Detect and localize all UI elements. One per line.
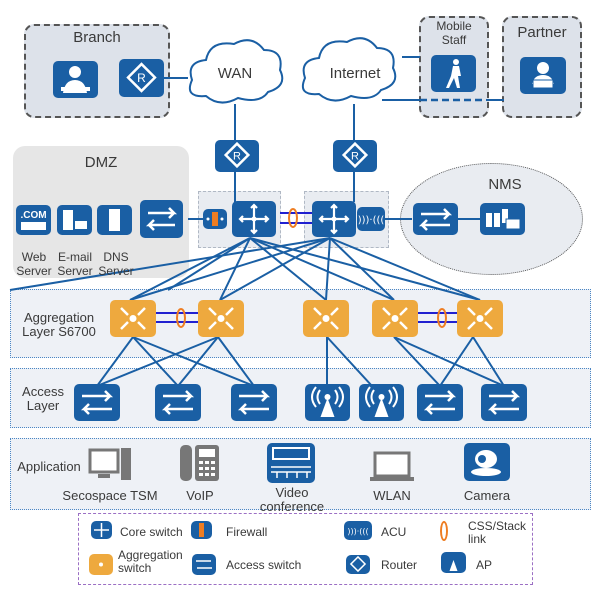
legend-firewall-label: Firewall (226, 525, 268, 539)
access-switch-4-icon[interactable] (417, 384, 463, 421)
wan-label: WAN (217, 65, 253, 82)
aggregation-switch-2-icon[interactable] (198, 300, 244, 337)
mobile-staff-label: Mobile Staff (436, 19, 472, 47)
legend-acu-label: ACU (381, 525, 407, 539)
internet-router-icon[interactable]: R (333, 140, 377, 172)
aggregation-switch-3-icon[interactable] (303, 300, 349, 337)
legend-router-icon (346, 555, 370, 574)
internet-label: Internet (329, 65, 381, 82)
web-server-icon[interactable]: .COM (16, 205, 51, 235)
stack-ring-core (288, 208, 298, 228)
access-point-2-icon[interactable] (359, 384, 404, 421)
legend-core-switch-icon (91, 521, 112, 539)
wlan-label: WLAN (373, 488, 411, 503)
secospace-tsm-label: Secospace TSM (62, 488, 158, 503)
legend-router-label: Router (381, 558, 418, 572)
svg-text:R: R (351, 151, 359, 163)
dotcom-text: .COM (20, 210, 46, 221)
access-point-1-icon[interactable] (305, 384, 350, 421)
legend-core-switch-label: Core switch (120, 525, 183, 539)
stack-ring-agg-left (176, 308, 186, 328)
aggregation-switch-4-icon[interactable] (372, 300, 418, 337)
branch-label: Branch (73, 29, 121, 46)
legend-css-stack-icon (440, 521, 448, 541)
voip-phone-icon[interactable] (178, 443, 222, 483)
firewall-icon[interactable] (203, 209, 227, 229)
legend-ap-icon (441, 552, 466, 573)
partner-icon[interactable] (520, 57, 566, 94)
aggregation-switch-1-icon[interactable] (110, 300, 156, 337)
dns-server-icon[interactable] (97, 205, 132, 235)
svg-text:R: R (233, 151, 241, 163)
wlan-laptop-icon[interactable] (368, 450, 416, 484)
access-switch-5-icon[interactable] (481, 384, 527, 421)
dmz-access-switch-icon[interactable] (140, 200, 183, 238)
svg-text:R: R (137, 71, 146, 85)
application-label: Application (17, 459, 81, 474)
dmz-label: DMZ (84, 154, 118, 171)
legend-ap-label: AP (476, 558, 493, 572)
branch-router-icon[interactable]: R (119, 59, 164, 97)
partner-label: Partner (517, 24, 567, 41)
svg-text:)))·(((: )))·((( (347, 527, 368, 536)
secospace-tsm-icon[interactable] (88, 446, 134, 484)
aggregation-switch-5-icon[interactable] (457, 300, 503, 337)
nms-switch-icon[interactable] (413, 203, 458, 235)
access-switch-2-icon[interactable] (155, 384, 201, 421)
nms-server-icon[interactable] (480, 203, 525, 235)
mobile-staff-icon[interactable] (431, 55, 476, 92)
core-switch-right-icon[interactable] (312, 201, 356, 237)
svg-text:)))·(((: )))·((( (358, 215, 385, 226)
legend-access-switch-icon (192, 554, 216, 575)
wan-cloud (188, 39, 284, 104)
legend (78, 513, 533, 585)
access-switch-1-icon[interactable] (74, 384, 120, 421)
internet-cloud (301, 37, 397, 102)
legend-access-switch-label: Access switch (226, 558, 302, 572)
legend-aggregation-switch-icon (89, 554, 113, 575)
wan-router-icon[interactable]: R (215, 140, 259, 172)
legend-firewall-icon (191, 521, 212, 539)
core-switch-left-icon[interactable] (232, 201, 276, 237)
acu-icon[interactable]: )))·((( (357, 207, 385, 231)
camera-icon[interactable] (464, 443, 510, 481)
access-switch-3-icon[interactable] (231, 384, 277, 421)
nms-label: NMS (488, 176, 522, 193)
voip-label: VoIP (186, 488, 214, 503)
legend-acu-icon: )))·((( (344, 521, 372, 540)
video-conference-icon[interactable] (267, 443, 315, 483)
branch-user-icon[interactable] (53, 61, 98, 98)
camera-label: Camera (463, 488, 511, 503)
stack-ring-agg-right (437, 308, 447, 328)
email-server-icon[interactable] (57, 205, 92, 235)
